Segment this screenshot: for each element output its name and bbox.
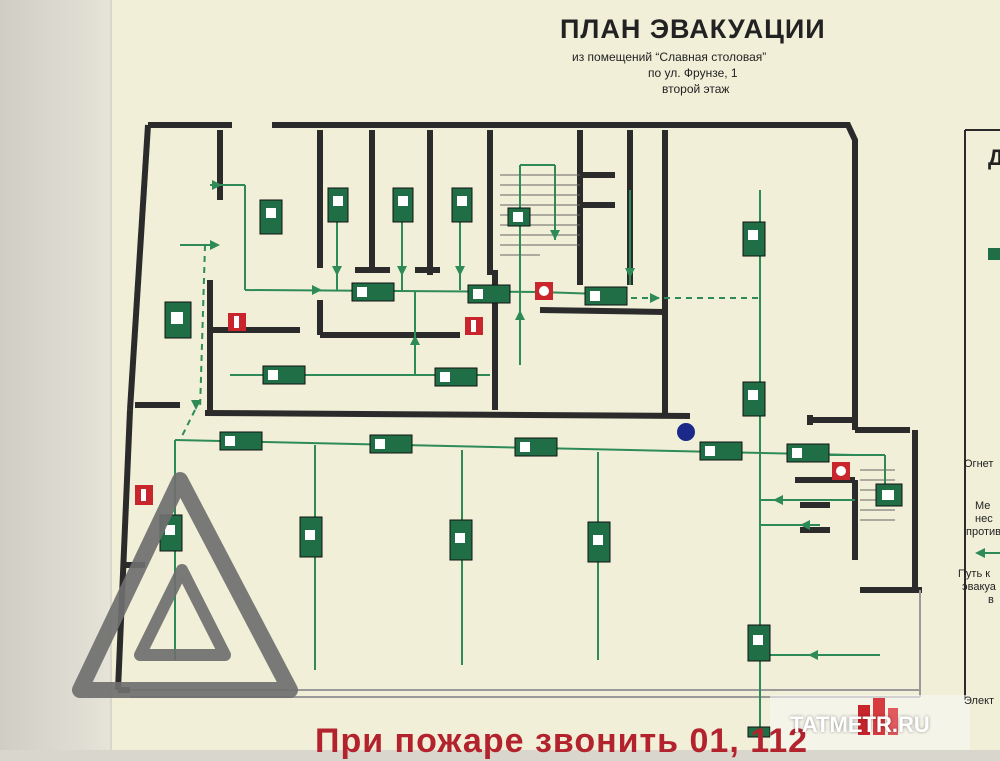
plan-subtitle-3: второй этаж: [662, 82, 730, 96]
stairs: [500, 174, 895, 521]
legend-fragment-1: Огнет: [964, 458, 994, 470]
legend-fragment-8: Элект: [964, 695, 995, 707]
legend-fragment-3: нес: [975, 513, 993, 525]
legend-fragment-5: Путь к: [958, 568, 991, 580]
legend-fragment-4: против: [966, 526, 1000, 538]
watermark-brand-text: TATMETR.RU: [790, 712, 930, 737]
wall-left: [0, 0, 110, 750]
legend-frame: [964, 129, 1000, 700]
walls: [115, 122, 922, 693]
legend-fragment-2: Ме: [975, 500, 991, 512]
watermark-logo: [72, 472, 298, 698]
you-are-here-marker: [677, 423, 695, 441]
legend-arrow-head: [975, 548, 985, 558]
fire-equipment: [135, 282, 850, 505]
dashed-routes: [179, 244, 760, 441]
plan-subtitle-1: из помещений “Славная столовая”: [572, 50, 767, 64]
plan-subtitle-2: по ул. Фрунзе, 1: [648, 66, 738, 80]
plan-title: ПЛАН ЭВАКУАЦИИ: [560, 14, 826, 44]
legend-fragment-6: эвакуа: [962, 581, 996, 593]
legend-fragment-d: Д: [988, 145, 1000, 170]
sign-pictograms: [165, 196, 894, 645]
fire-call-instruction: При пожаре звонить 01, 112: [315, 722, 809, 760]
route-arrows: [191, 180, 818, 660]
legend-fragment-7: в: [988, 594, 994, 606]
tatmetr-logo: [770, 695, 970, 750]
